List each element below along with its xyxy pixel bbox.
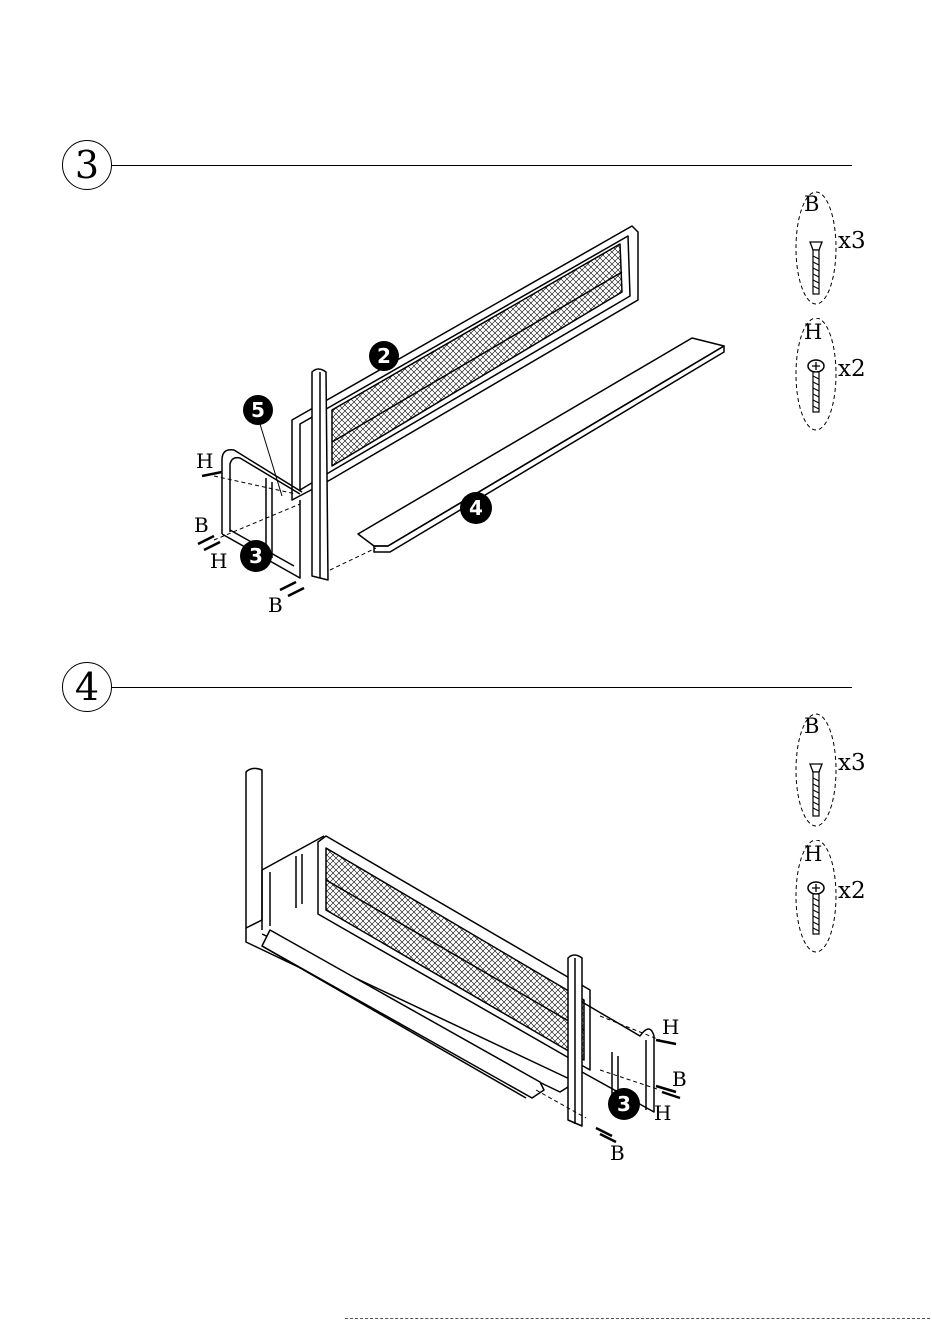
step-4-fasteners: [596, 1040, 680, 1142]
svg-text:3: 3: [617, 1092, 631, 1116]
hardware-code: H: [804, 842, 822, 866]
hardware-quantity: x2: [838, 878, 866, 904]
fastener-label-b: B: [610, 1141, 625, 1165]
hardware-code: B: [804, 714, 819, 738]
fastener-label-b: B: [672, 1067, 687, 1091]
page-footer-rule: [345, 1318, 930, 1319]
left-side-frame: [262, 836, 324, 930]
callout-part-3: 3: [608, 1088, 640, 1120]
hardware-item-h: H x2: [788, 840, 898, 964]
hardware-item-b: B x3: [788, 712, 898, 836]
right-front-post: [568, 955, 582, 1126]
hardware-quantity: x3: [838, 750, 866, 776]
step-4-hardware-list: B x3 H x2: [788, 712, 898, 968]
fastener-label-h: H: [654, 1101, 671, 1125]
fastener-label-h: H: [662, 1015, 679, 1039]
